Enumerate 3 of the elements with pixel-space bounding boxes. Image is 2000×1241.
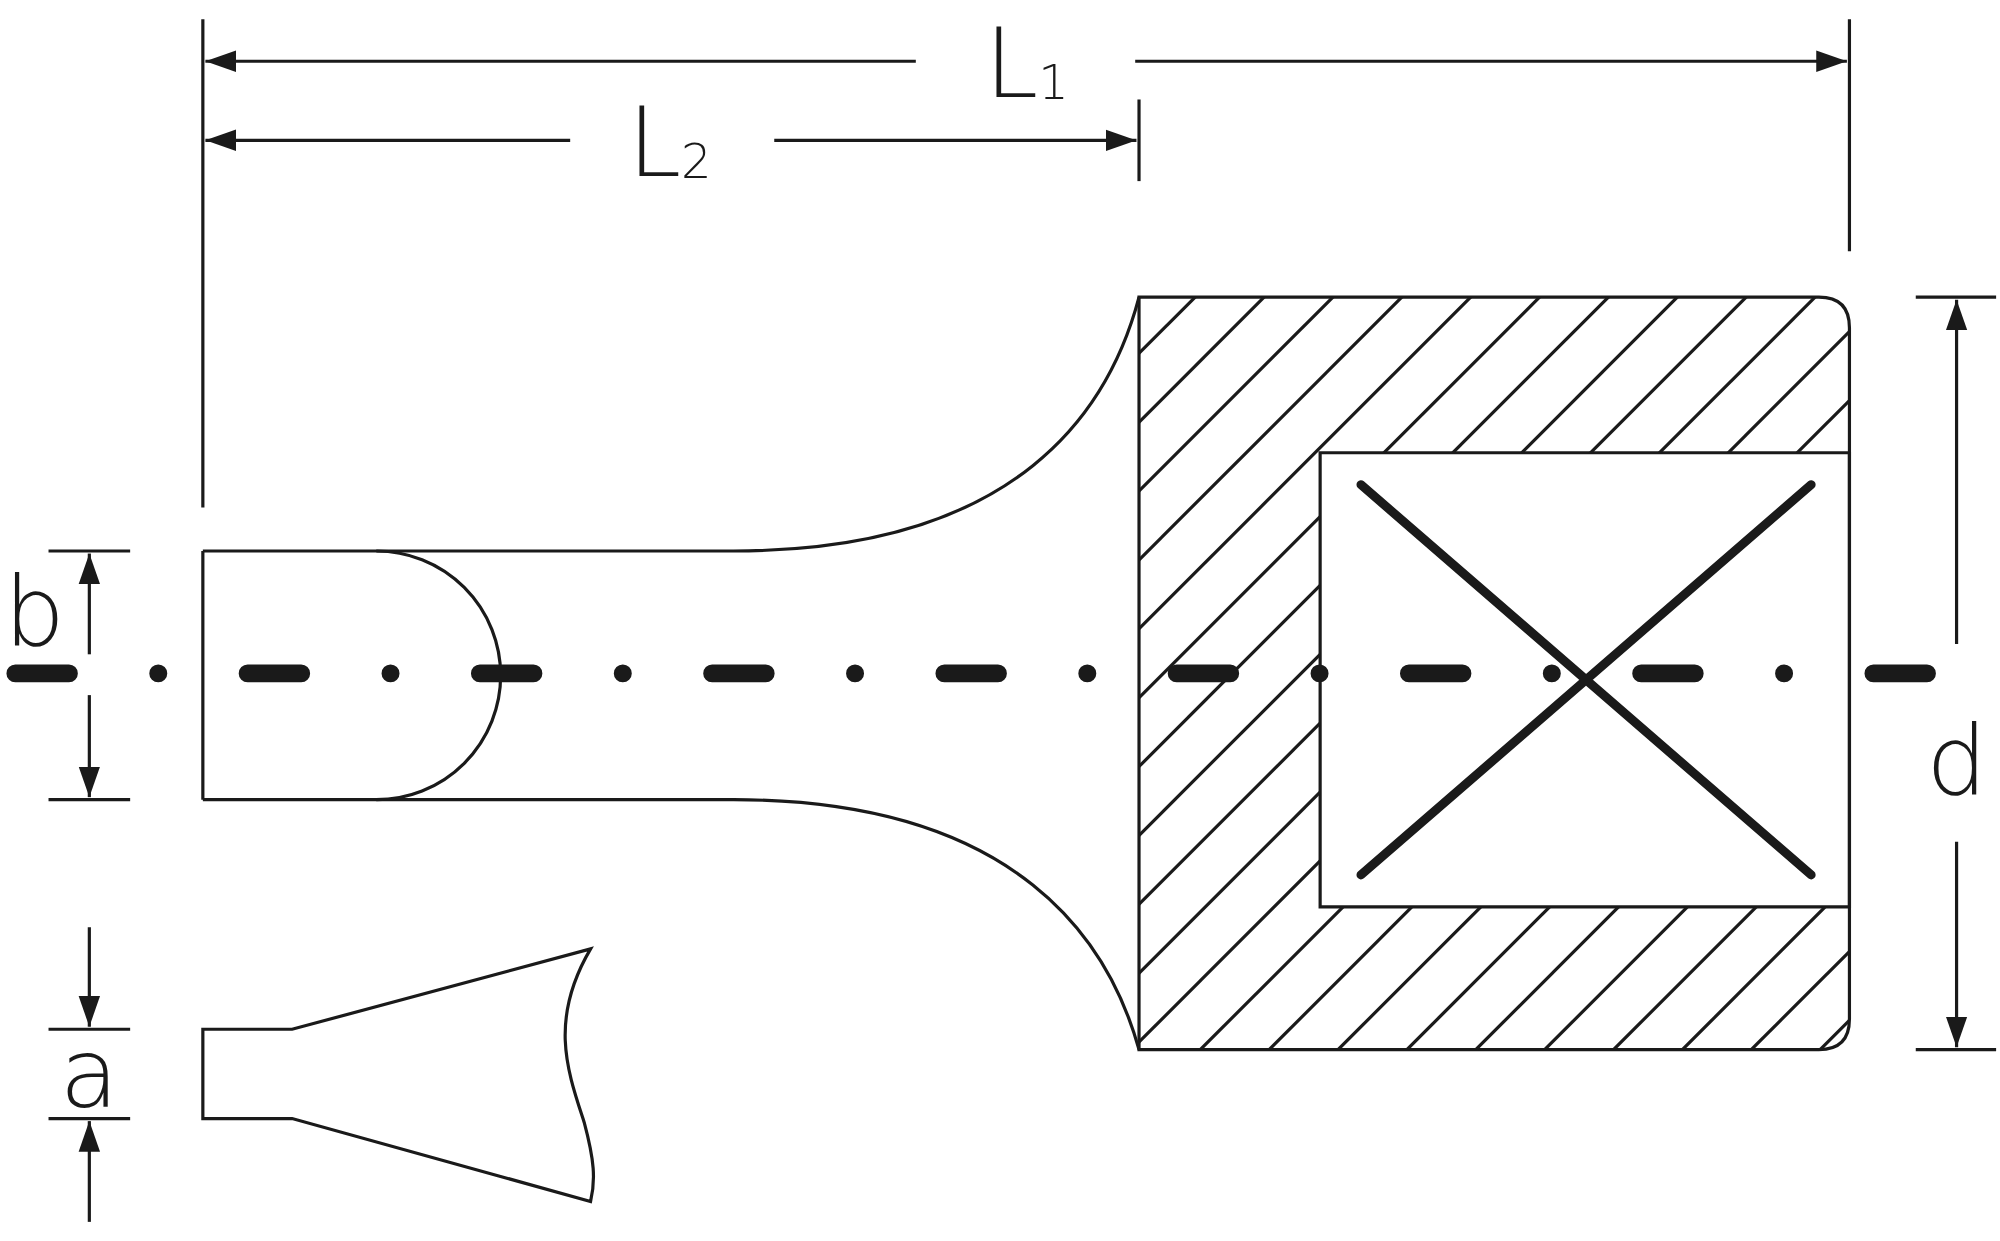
dimension-label: a — [59, 1025, 119, 1122]
dimension-label: b — [3, 564, 65, 661]
dimension-label: d — [1926, 713, 1988, 810]
